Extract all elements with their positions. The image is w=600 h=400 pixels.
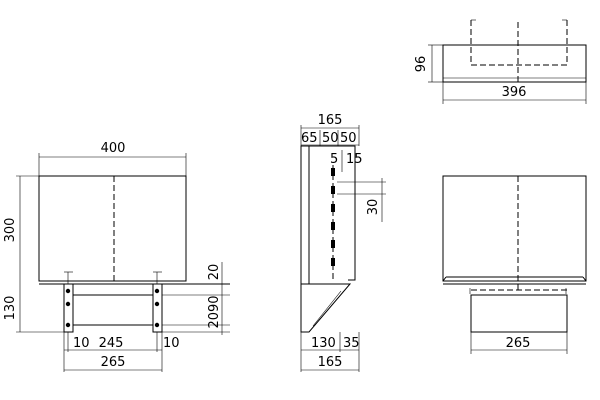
front-view-v20-top-label: 20	[207, 264, 222, 281]
rear-view: 265	[442, 175, 587, 354]
front-view-hole	[154, 301, 160, 307]
front-view-hole	[154, 288, 160, 294]
rear-view-panel	[442, 175, 587, 282]
side-view-pitch-label: 30	[366, 199, 381, 216]
front-view: 400 300 130 10 245 10 265 20 2090	[3, 141, 230, 372]
front-view-panel	[38, 175, 187, 282]
front-view-hole	[65, 288, 71, 294]
side-view-base-a-label: 130	[311, 336, 336, 351]
front-view-width-label: 400	[101, 141, 126, 156]
front-view-spacing-label: 245	[99, 336, 124, 351]
top-view-hidden-outline	[470, 20, 568, 66]
side-view-slot	[331, 186, 335, 194]
front-view-v2090-label: 2090	[207, 295, 222, 328]
top-view-height-label: 96	[414, 56, 429, 73]
side-view-profile	[309, 145, 356, 281]
front-view-bracket-left	[63, 283, 74, 333]
top-view-width-label: 396	[502, 85, 527, 100]
front-view-height-label: 300	[3, 218, 18, 243]
side-view-slot	[331, 258, 335, 266]
front-view-hole	[65, 322, 71, 328]
front-view-bracket-height-label: 130	[3, 296, 18, 321]
side-view-depth-label: 165	[318, 113, 343, 128]
side-view-seg-b-label: 50	[322, 131, 339, 146]
front-view-span-label: 265	[101, 355, 126, 370]
rear-view-lip	[442, 276, 447, 282]
rear-view-span-label: 265	[506, 336, 531, 351]
top-view-outline	[442, 44, 587, 83]
side-view-slot	[331, 204, 335, 212]
front-view-hole	[154, 322, 160, 328]
rear-view-bracket-box	[470, 294, 568, 333]
side-view-base-bracket	[300, 283, 352, 333]
side-view-seg-c-label: 50	[340, 131, 357, 146]
front-view-inset-left-label: 10	[73, 336, 90, 351]
side-view-base-total-label: 165	[318, 355, 343, 370]
side-view: 165 65 50 50 5 15 30 130 35 165	[300, 113, 386, 372]
front-view-inset-right-label: 10	[163, 336, 180, 351]
side-view-seg-a-label: 65	[301, 131, 318, 146]
side-view-base-b-label: 35	[343, 336, 360, 351]
side-view-bracket-diagonal	[312, 290, 342, 327]
side-view-slot-a-label: 5	[330, 152, 338, 167]
front-view-hole	[65, 301, 71, 307]
side-view-back-wall	[300, 145, 310, 285]
rear-view-lip	[582, 276, 587, 282]
side-view-slot	[331, 240, 335, 248]
side-view-slot	[331, 168, 335, 176]
top-view: 96 396	[414, 19, 587, 104]
side-view-slot	[331, 222, 335, 230]
side-view-slot-b-label: 15	[346, 152, 363, 167]
front-view-bracket-right	[152, 283, 163, 333]
